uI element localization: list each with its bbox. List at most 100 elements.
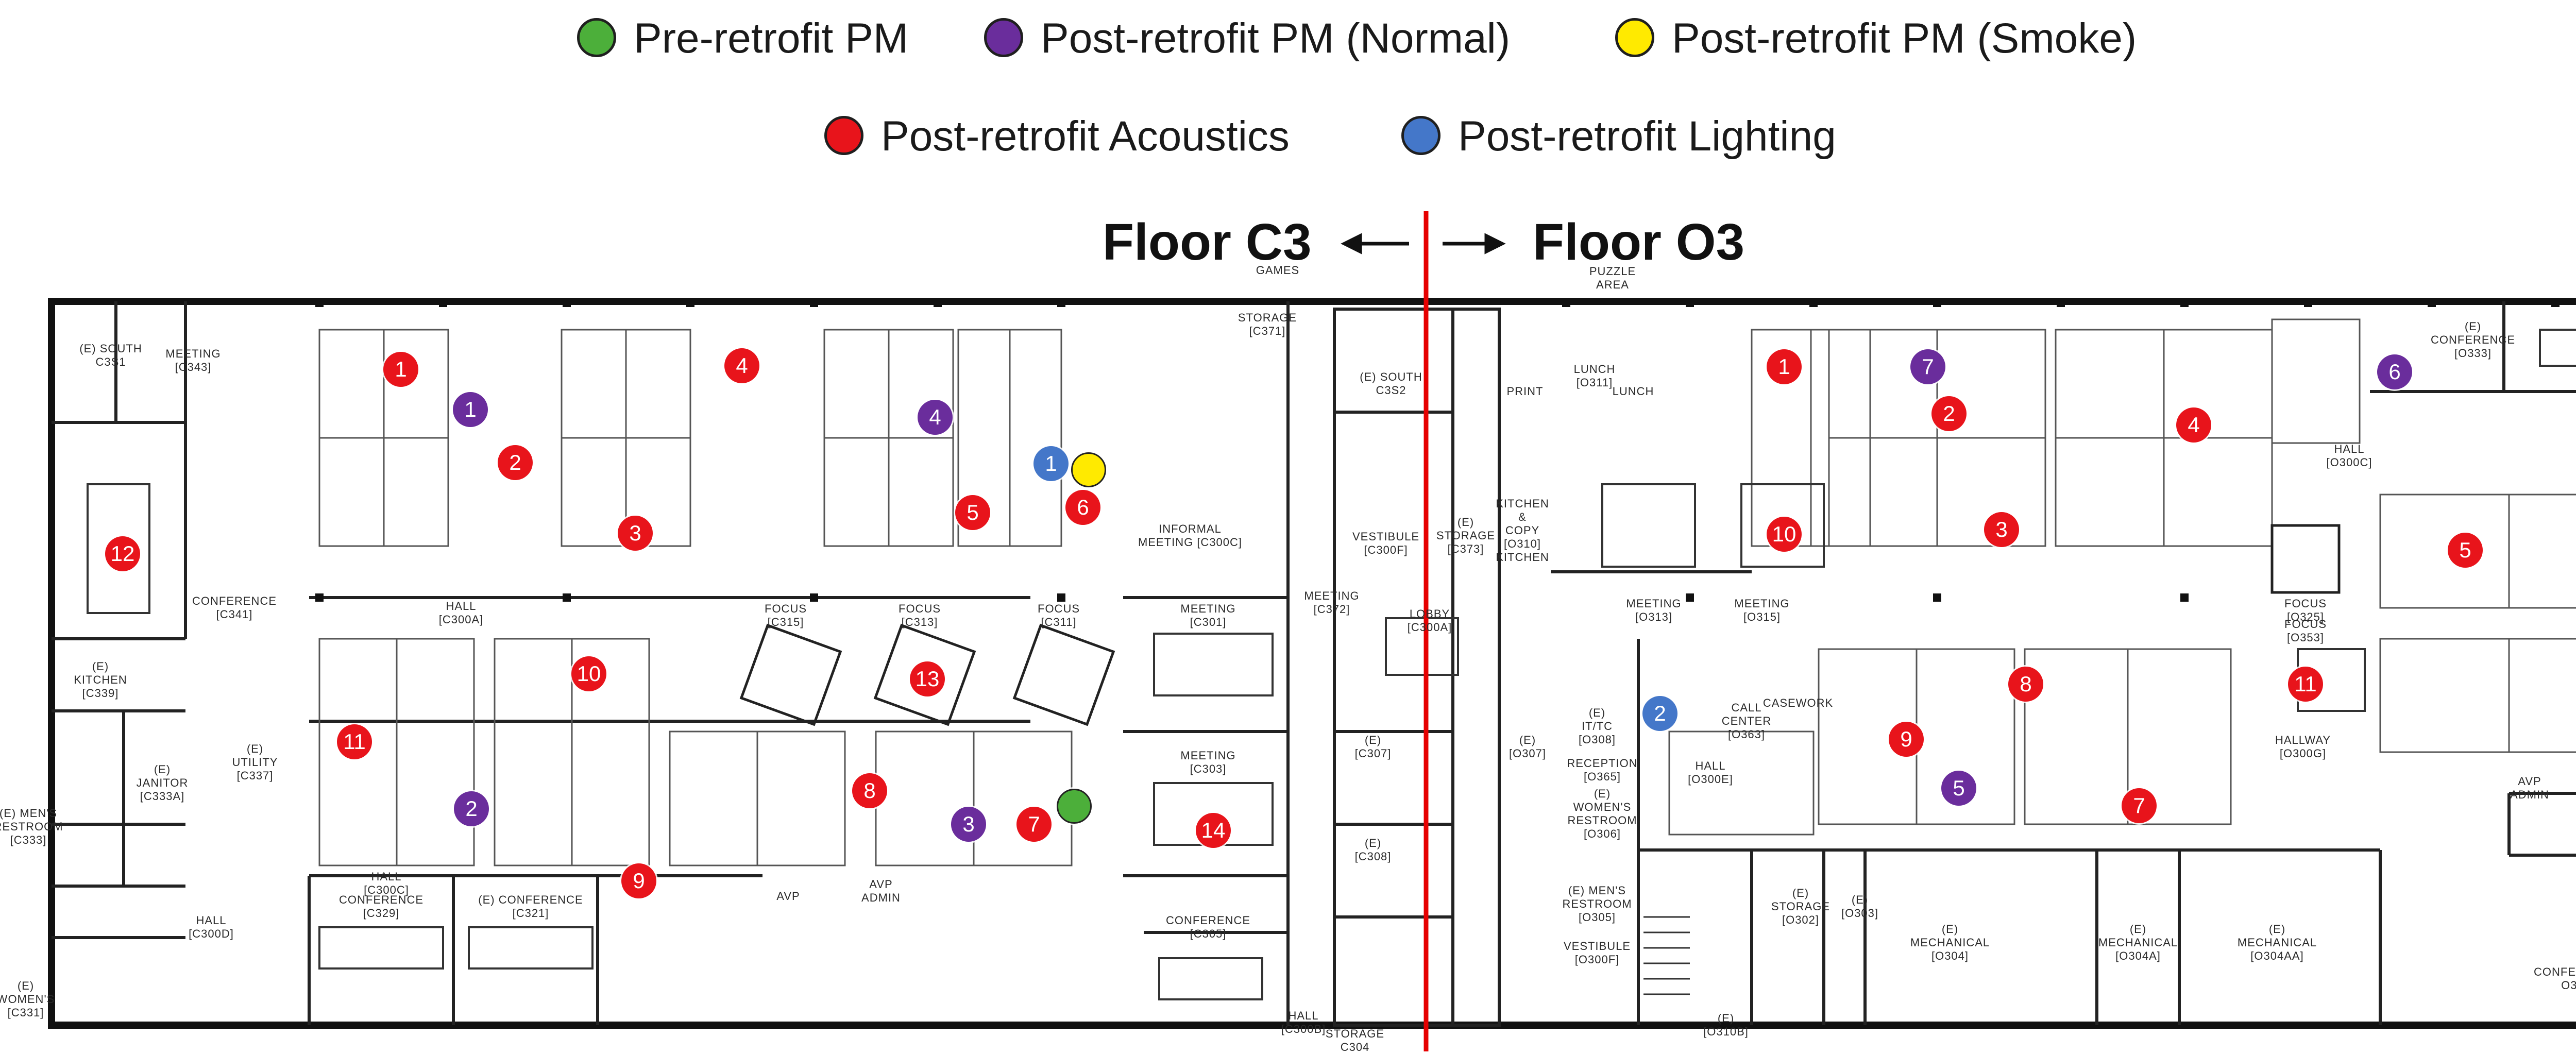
marker-o3-acoustics-11: 11 (2288, 667, 2323, 702)
marker-o3-pm-normal-5: 5 (1941, 771, 1976, 806)
marker-o3-pm-normal-6: 6 (2377, 354, 2412, 389)
room-label-c343: MEETING[C343] (165, 347, 221, 373)
legend-dot-post-retrofit-pm-smoke (1615, 18, 1654, 57)
marker-c3-acoustics-4: 4 (724, 348, 759, 383)
workstation-clusters-o3 (1668, 318, 2576, 836)
room-label-c315: FOCUS[C315] (765, 602, 807, 628)
legend-dot-post-retrofit-pm-normal (984, 18, 1023, 57)
room-label-o353: FOCUS[O353] (2284, 618, 2327, 644)
marker-c3-acoustics-5: 5 (955, 495, 990, 530)
legend-row-1: Pre-retrofit PM Post-retrofit PM (Normal… (0, 0, 2576, 77)
interior-walls (52, 301, 2576, 1027)
room-label-c341: CONFERENCE[C341] (192, 594, 277, 621)
marker-c3-acoustics-1: 1 (383, 352, 418, 387)
room-label-o304: (E)MECHANICAL[O304] (1910, 923, 1990, 962)
room-label-c339: (E)KITCHEN[C339] (74, 660, 127, 700)
marker-c3-acoustics-6: 6 (1065, 490, 1100, 525)
room-label-games: GAMES (1256, 264, 1300, 277)
room-label-c300b: HALL[C300B] (1281, 1009, 1326, 1035)
marker-o3-acoustics-3: 3 (1984, 512, 2019, 547)
room-label-c300d: HALL[C300D] (189, 914, 234, 940)
marker-c3-acoustics-9: 9 (621, 863, 656, 898)
marker-c3-acoustics-13: 13 (910, 661, 945, 696)
room-label-o310b: (E)[O310B] (1703, 1012, 1749, 1038)
legend-label-pre-retrofit-pm: Pre-retrofit PM (634, 15, 909, 62)
room-label-o300f: VESTIBULE[O300F] (1563, 940, 1631, 966)
room-label-c305: CONFERENCE[C305] (1165, 914, 1251, 940)
room-label-o313: MEETING[O313] (1626, 597, 1682, 623)
marker-c3-acoustics-14: 14 (1196, 813, 1231, 848)
floor-divider-arrows (1341, 233, 1506, 254)
marker-o3-acoustics-4: 4 (2176, 407, 2211, 443)
room-label-c300c: HALL[C300C] (364, 870, 409, 896)
marker-c3-acoustics-3: 3 (618, 516, 653, 551)
room-label-c373: (E)STORAGE[C373] (1436, 516, 1496, 555)
marker-c3-acoustics-11: 11 (337, 724, 372, 759)
room-label-c333a: (E)JANITOR[C333A] (136, 763, 189, 803)
room-label-casework: CASEWORK (1762, 696, 1834, 709)
room-label-c300f: VESTIBULE[C300F] (1352, 530, 1420, 556)
marker-c3-lighting-1: 1 (1033, 446, 1069, 481)
room-label-c371: STORAGE[C371] (1238, 311, 1297, 337)
marker-o3-acoustics-9: 9 (1889, 722, 1924, 757)
room-label-avp-c: AVP (776, 890, 800, 903)
focus-rooms-c3 (739, 524, 2341, 726)
room-label-print: PRINT (1506, 385, 1544, 398)
room-label-c307: (E)[C307] (1354, 734, 1392, 760)
stair-hatching (1643, 916, 1690, 995)
room-label-c331: (E)WOMEN'S[C331] (0, 979, 55, 1019)
room-label-o311: LUNCH[O311] (1573, 363, 1616, 389)
marker-c3-pm-normal-4: 4 (918, 400, 953, 435)
marker-c3-pm-smoke (1071, 452, 1106, 487)
legend-row-2: Post-retrofit Acoustics Post-retrofit Li… (0, 98, 2576, 175)
marker-c3-acoustics-7: 7 (1016, 807, 1052, 842)
marker-c3-pm-normal-2: 2 (454, 791, 489, 826)
room-label-lobby: LOBBY[C300A] (1407, 607, 1452, 634)
room-label-o310: KITCHEN&COPY[O310]KITCHEN (1496, 497, 1549, 564)
marker-c3-pre-pm (1057, 789, 1092, 824)
legend-dot-post-retrofit-acoustics (824, 116, 863, 155)
marker-c3-acoustics-2: 2 (498, 445, 533, 480)
room-label-c303: MEETING[C303] (1180, 749, 1236, 775)
room-label-o303: (E)[O303] (1841, 893, 1879, 920)
room-label-lunch: LUNCH (1612, 385, 1654, 398)
room-label-o354: CONFERENCEO354 (2533, 965, 2576, 992)
room-label-o365: RECEPTION[O365] (1567, 757, 1638, 783)
room-label-o315: MEETING[O315] (1734, 597, 1790, 623)
marker-c3-acoustics-8: 8 (852, 773, 887, 808)
room-label-o304a: (E)MECHANICAL[O304A] (2098, 923, 2178, 962)
marker-c3-acoustics-10: 10 (571, 656, 606, 691)
marker-o3-acoustics-8: 8 (2008, 667, 2043, 702)
marker-o3-acoustics-5: 5 (2448, 533, 2483, 568)
marker-o3-lighting-2: 2 (1642, 696, 1677, 731)
marker-o3-acoustics-2: 2 (1931, 396, 1967, 431)
room-label-o300e: HALL[O300E] (1688, 759, 1733, 786)
legend-label-post-retrofit-acoustics: Post-retrofit Acoustics (881, 113, 1290, 160)
room-label-c329: CONFERENCE[C329] (338, 893, 424, 920)
room-label-c300a: HALL[C300A] (438, 600, 484, 626)
conference-tables (87, 329, 2576, 1000)
room-label-o302: (E)STORAGE[O302] (1771, 887, 1831, 926)
marker-o3-acoustics-10: 10 (1767, 517, 1802, 552)
marker-o3-acoustics-1: 1 (1767, 349, 1802, 384)
marker-o3-pm-normal-7: 7 (1910, 349, 1945, 384)
room-label-o325: FOCUS[O325] (2284, 597, 2327, 623)
floor-o3-title: Floor O3 (1533, 213, 1745, 271)
room-label-o333: (E)CONFERENCE[O333] (2430, 320, 2516, 360)
room-label-c311: FOCUS[C311] (1038, 602, 1080, 628)
room-label-c321: (E) CONFERENCE[C321] (478, 893, 583, 920)
legend-label-post-retrofit-pm-smoke: Post-retrofit PM (Smoke) (1672, 15, 2137, 62)
floor-c3-title: Floor C3 (1103, 213, 1312, 271)
marker-c3-pm-normal-1: 1 (453, 392, 488, 427)
